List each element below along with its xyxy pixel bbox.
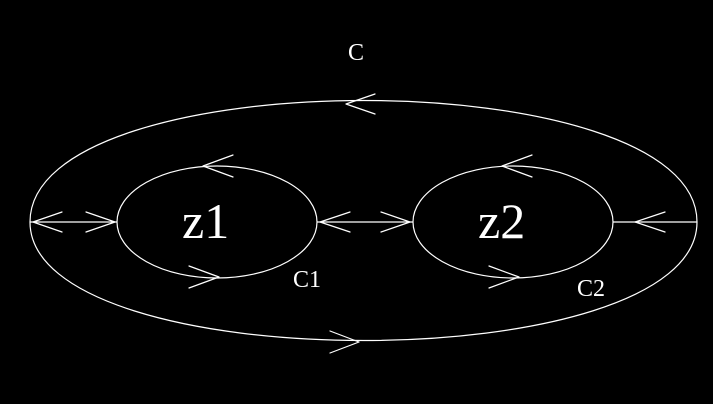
arrow-c2-bottom-right — [488, 265, 520, 289]
arrow-outer-bottom-right — [329, 330, 360, 354]
arrow-outer-top-left — [345, 93, 376, 115]
arrow-c2-top-left — [501, 154, 533, 178]
outer-contour-c — [29, 99, 698, 342]
contour-2-label: C2 — [577, 276, 605, 302]
arrow-c1-top-left — [202, 154, 234, 178]
point-2-label: z2 — [478, 193, 525, 249]
contour-1-label: C1 — [293, 267, 321, 293]
point-1-label: z1 — [182, 193, 229, 249]
arrow-middle-cut-right — [380, 211, 411, 233]
outer-contour-label: C — [348, 40, 364, 66]
arrow-left-cut-left — [32, 211, 63, 233]
arrow-right-cut-left — [634, 211, 666, 233]
arrow-middle-cut-left — [319, 211, 351, 233]
arrow-left-cut-right — [85, 211, 116, 233]
arrow-c1-bottom-right — [188, 265, 220, 289]
